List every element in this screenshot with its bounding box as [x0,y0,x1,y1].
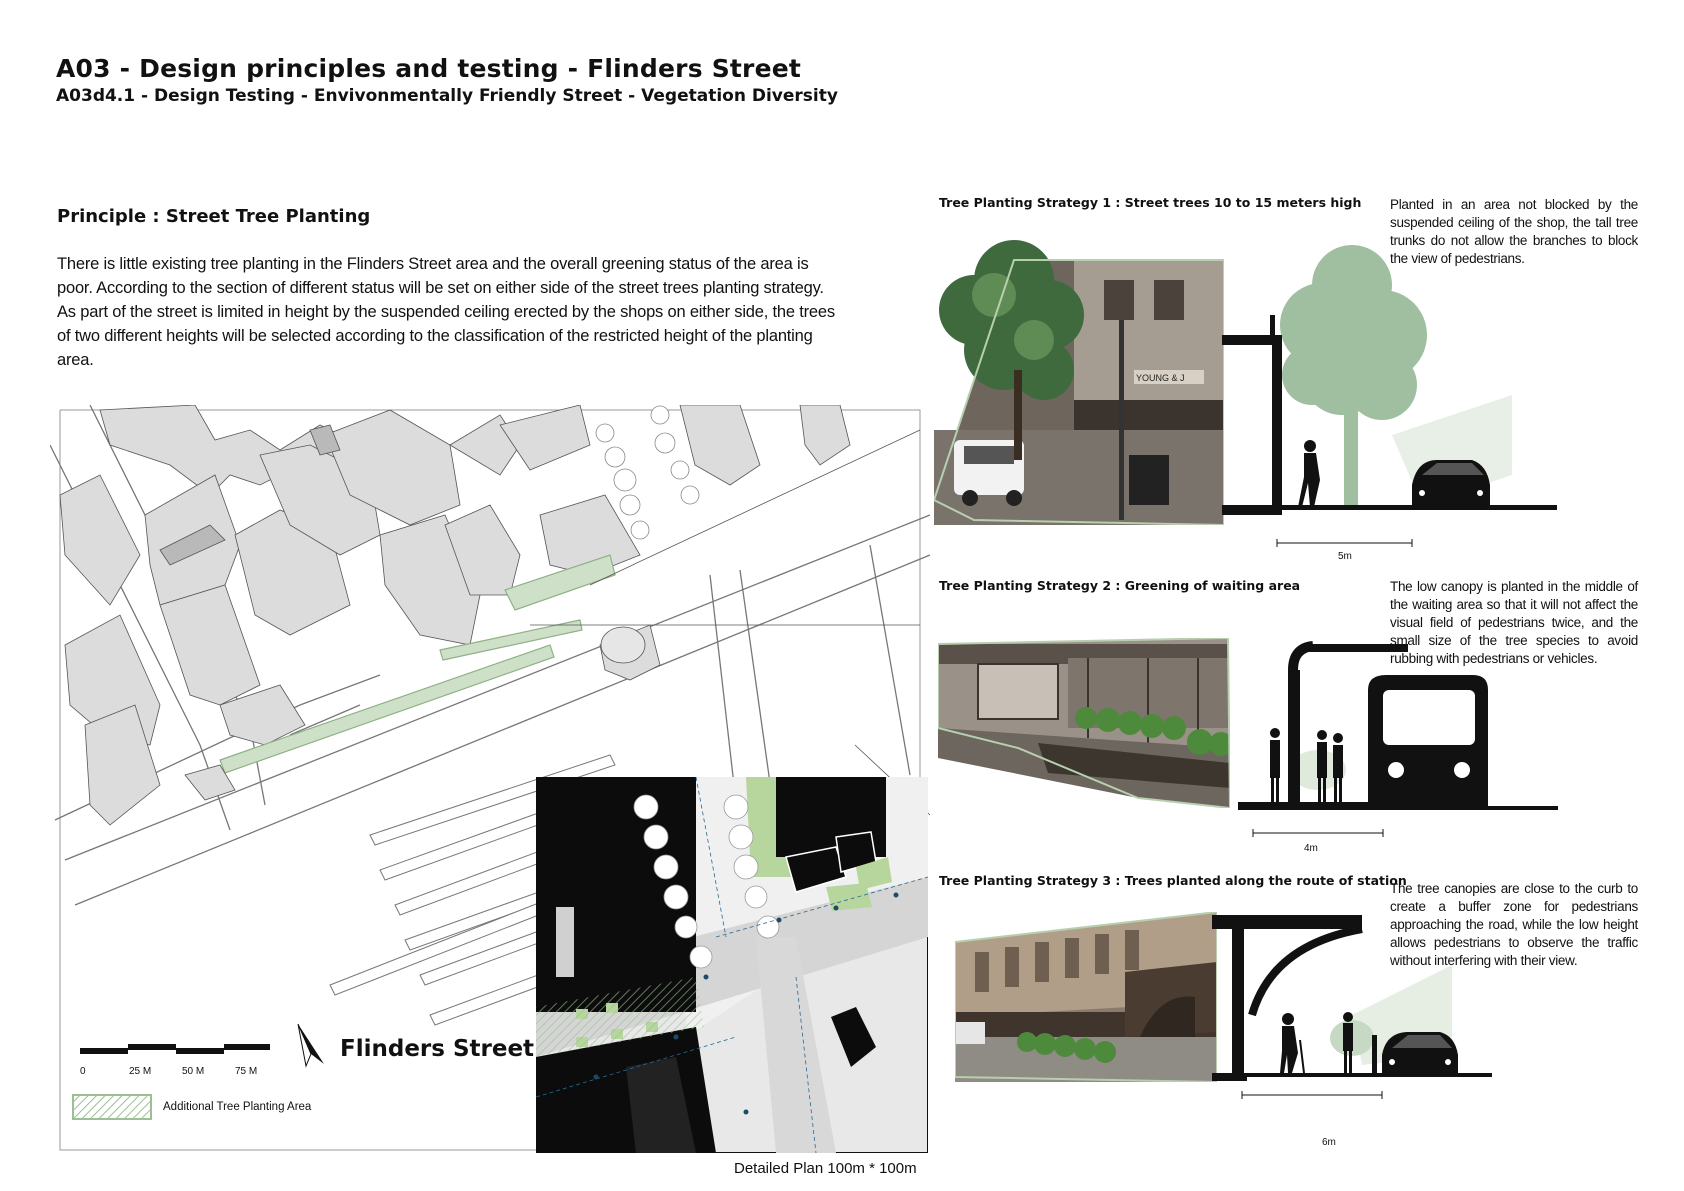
scale-label-75: 75 M [235,1066,258,1077]
principle-line: of two different heights will be selecte… [57,327,813,345]
scale-label-0: 0 [80,1066,86,1077]
strategy-1-description: Planted in an area not blocked by the su… [1390,197,1638,266]
strategy-2-scale-label: 4m [1304,843,1318,854]
principle-paragraph: There is little existing tree planting i… [57,252,877,372]
principle-line: There is little existing tree planting i… [57,255,809,273]
strategy-3-photo [955,912,1217,1082]
scale-bar [80,1044,270,1054]
principle-line: poor. According to the section of differ… [57,279,824,297]
principle-line: area. [57,351,94,369]
strategy-2-description: The low canopy is planted in the middle … [1390,579,1638,666]
page-subtitle: A03d4.1 - Design Testing - Envivonmental… [56,86,838,106]
strategy-3-scale-label: 6m [1322,1137,1336,1148]
north-arrow-icon [297,1023,324,1068]
detail-caption: Detailed Plan 100m * 100m [734,1160,917,1177]
shop-sign-text: YOUNG & J [1136,373,1185,383]
strategy-1-section [1222,245,1557,547]
strategy-1-title: Tree Planting Strategy 1 : Street trees … [939,195,1362,210]
strategy-1-photo: YOUNG & J [934,240,1224,525]
page-title: A03 - Design principles and testing - Fl… [56,54,802,83]
strategy-3-description: The tree canopies are close to the curb … [1390,881,1638,968]
legend-label: Additional Tree Planting Area [163,1101,312,1113]
strategy-2-title: Tree Planting Strategy 2 : Greening of w… [939,578,1301,593]
strategy-2-photo [938,638,1230,808]
legend-swatch-icon [72,1094,152,1120]
detailed-plan [536,777,928,1153]
scale-label-50: 50 M [182,1066,205,1077]
place-name: Flinders Street [340,1036,535,1062]
strategy-1-scale-label: 5m [1338,551,1352,562]
strategy-3-section [1212,915,1492,1099]
scale-label-25: 25 M [129,1066,152,1077]
principle-line: As part of the street is limited in heig… [57,303,835,321]
strategy-3-title: Tree Planting Strategy 3 : Trees planted… [939,873,1407,888]
strategy-2-section [1238,641,1558,837]
principle-heading: Principle : Street Tree Planting [57,206,371,227]
